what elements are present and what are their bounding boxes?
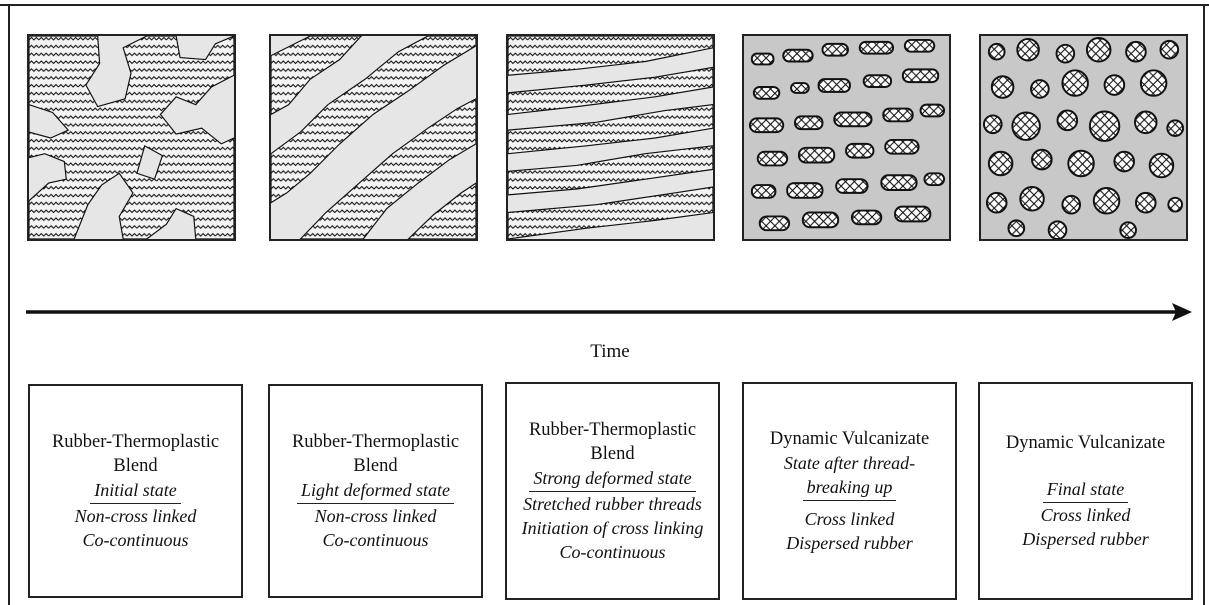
stage-title-line: Blend [353,454,397,478]
stage-title-line: Blend [590,442,634,466]
frame-left-border [8,4,10,605]
stage-title-line: Dynamic Vulcanizate [1006,431,1165,455]
stage-detail: Co-continuous [560,540,666,564]
stage-box-4: Dynamic Vulcanizate State after thread- … [742,382,957,600]
stage-detail: Stretched rubber threads [523,492,702,516]
stage-detail: Non-cross linked [75,504,197,528]
stage-title-line: Dynamic Vulcanizate [770,427,929,451]
strong-deformed-blend-illustration [508,36,713,239]
time-arrow [26,300,1192,324]
stage-state: Final state [1043,477,1129,503]
time-axis-label: Time [560,341,660,363]
stage-state: Strong deformed state [529,466,695,492]
stage-detail: Dispersed rubber [786,531,913,555]
stage-box-1: Rubber-Thermoplastic Blend Initial state… [28,384,243,598]
stage-box-2: Rubber-Thermoplastic Blend Light deforme… [268,384,483,598]
stage-state: Initial state [90,478,181,504]
stage-title-line: Rubber-Thermoplastic [52,430,219,454]
stage-detail: Initiation of cross linking [522,516,704,540]
stage-detail: Dispersed rubber [1022,527,1149,551]
morphology-panel-1 [27,34,236,241]
stage-state: Light deformed state [297,478,454,504]
thread-breakup-illustration [744,36,949,239]
stage-title-line: Blend [113,454,157,478]
stage-box-5: Dynamic Vulcanizate Final state Cross li… [978,382,1193,600]
stage-detail: Co-continuous [323,528,429,552]
morphology-panel-4 [742,34,951,241]
stage-detail: Co-continuous [83,528,189,552]
frame-right-border [1203,4,1205,605]
stage-detail: Non-cross linked [315,504,437,528]
co-continuous-blend-illustration [29,36,234,239]
dispersed-rubber-illustration [981,36,1186,239]
stage-detail: Cross linked [805,507,895,531]
morphology-panel-2 [269,34,478,241]
light-deformed-blend-illustration [271,36,476,239]
morphology-panel-5 [979,34,1188,241]
stage-title-line: Rubber-Thermoplastic [292,430,459,454]
stage-box-3: Rubber-Thermoplastic Blend Strong deform… [505,382,720,600]
stage-state-line: breaking up [803,475,897,501]
stage-state-line: State after thread- [784,451,915,475]
frame-top-border [0,4,1209,6]
morphology-panel-3 [506,34,715,241]
stage-detail: Cross linked [1041,503,1131,527]
stage-title-line: Rubber-Thermoplastic [529,418,696,442]
